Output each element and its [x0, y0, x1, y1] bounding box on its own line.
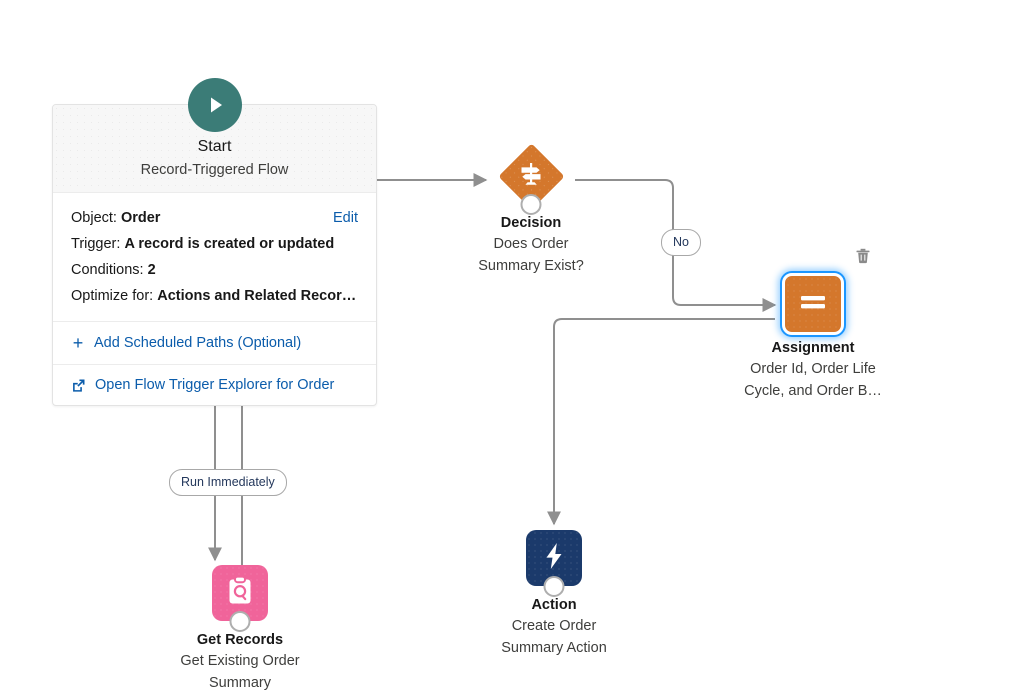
- open-flow-trigger-explorer-label: Open Flow Trigger Explorer for Order: [95, 377, 335, 393]
- start-card-details: Object: Order Edit Trigger: A record is …: [53, 193, 376, 321]
- detail-row-conditions: Conditions: 2: [71, 257, 358, 283]
- assignment-icon-shape[interactable]: [782, 273, 844, 335]
- trash-icon[interactable]: [853, 247, 873, 267]
- flow-node-decision[interactable]: Decision Does Order Summary Exist?: [451, 142, 611, 278]
- clipboard-search-icon: [223, 574, 257, 613]
- get-records-description-line-2: Summary: [208, 674, 272, 691]
- detail-value-optimize: Actions and Related Recor…: [157, 288, 357, 304]
- add-scheduled-paths-label: Add Scheduled Paths (Optional): [94, 335, 302, 351]
- get-records-description-line-1: Get Existing Order: [180, 653, 300, 670]
- action-label: Action: [531, 597, 577, 613]
- start-card-header: Start Record-Triggered Flow: [53, 105, 376, 193]
- path-label-no[interactable]: No: [661, 229, 701, 256]
- get-records-connector-handle[interactable]: [229, 611, 251, 632]
- detail-value-object: Order: [120, 210, 161, 226]
- edit-link[interactable]: Edit: [333, 210, 358, 226]
- plus-icon: +: [72, 333, 84, 353]
- decision-icon-shape[interactable]: [497, 142, 565, 215]
- assignment-description-line-2: Cycle, and Order B…: [744, 382, 882, 399]
- assignment-label: Assignment: [771, 340, 855, 356]
- decision-label: Decision: [500, 215, 562, 231]
- decision-description-line-1: Does Order: [493, 236, 569, 253]
- detail-value-conditions: 2: [147, 262, 156, 278]
- get-records-label: Get Records: [196, 632, 284, 648]
- detail-value-trigger: A record is created or updated: [124, 236, 335, 252]
- action-connector-handle[interactable]: [543, 576, 565, 597]
- assignment-description-line-1: Order Id, Order Life: [750, 361, 876, 378]
- add-scheduled-paths-button[interactable]: + Add Scheduled Paths (Optional): [53, 321, 376, 364]
- action-icon-shape[interactable]: [526, 530, 582, 597]
- action-description-line-2: Summary Action: [501, 639, 607, 656]
- detail-label-object: Object:: [71, 210, 117, 226]
- start-subtitle: Record-Triggered Flow: [140, 162, 289, 178]
- external-link-icon: [71, 378, 86, 393]
- assignment-selection-wrapper[interactable]: [782, 248, 870, 335]
- equals-icon: [796, 285, 830, 324]
- detail-label-conditions: Conditions:: [71, 262, 144, 278]
- get-records-icon-shape[interactable]: [212, 565, 268, 632]
- signpost-icon: [516, 159, 546, 194]
- start-title: Start: [197, 138, 232, 155]
- start-element-card[interactable]: Start Record-Triggered Flow Object: Orde…: [52, 78, 377, 406]
- play-circle-icon: [187, 78, 242, 132]
- detail-label-optimize: Optimize for:: [71, 288, 154, 304]
- action-description-line-1: Create Order: [511, 618, 597, 635]
- flow-node-assignment[interactable]: Assignment Order Id, Order Life Cycle, a…: [733, 248, 893, 403]
- flow-node-get-records[interactable]: Get Records Get Existing Order Summary: [160, 565, 320, 695]
- detail-row-object: Object: Order Edit: [71, 205, 358, 231]
- open-flow-trigger-explorer-button[interactable]: Open Flow Trigger Explorer for Order: [53, 364, 376, 405]
- decision-connector-handle[interactable]: [520, 194, 542, 215]
- lightning-bolt-icon: [538, 540, 570, 577]
- decision-description-line-2: Summary Exist?: [478, 257, 584, 274]
- path-label-run-immediately[interactable]: Run Immediately: [169, 469, 287, 496]
- detail-row-optimize: Optimize for: Actions and Related Recor…: [71, 283, 358, 309]
- flow-node-action[interactable]: Action Create Order Summary Action: [474, 530, 634, 660]
- detail-row-trigger: Trigger: A record is created or updated: [71, 231, 358, 257]
- detail-label-trigger: Trigger:: [71, 236, 121, 252]
